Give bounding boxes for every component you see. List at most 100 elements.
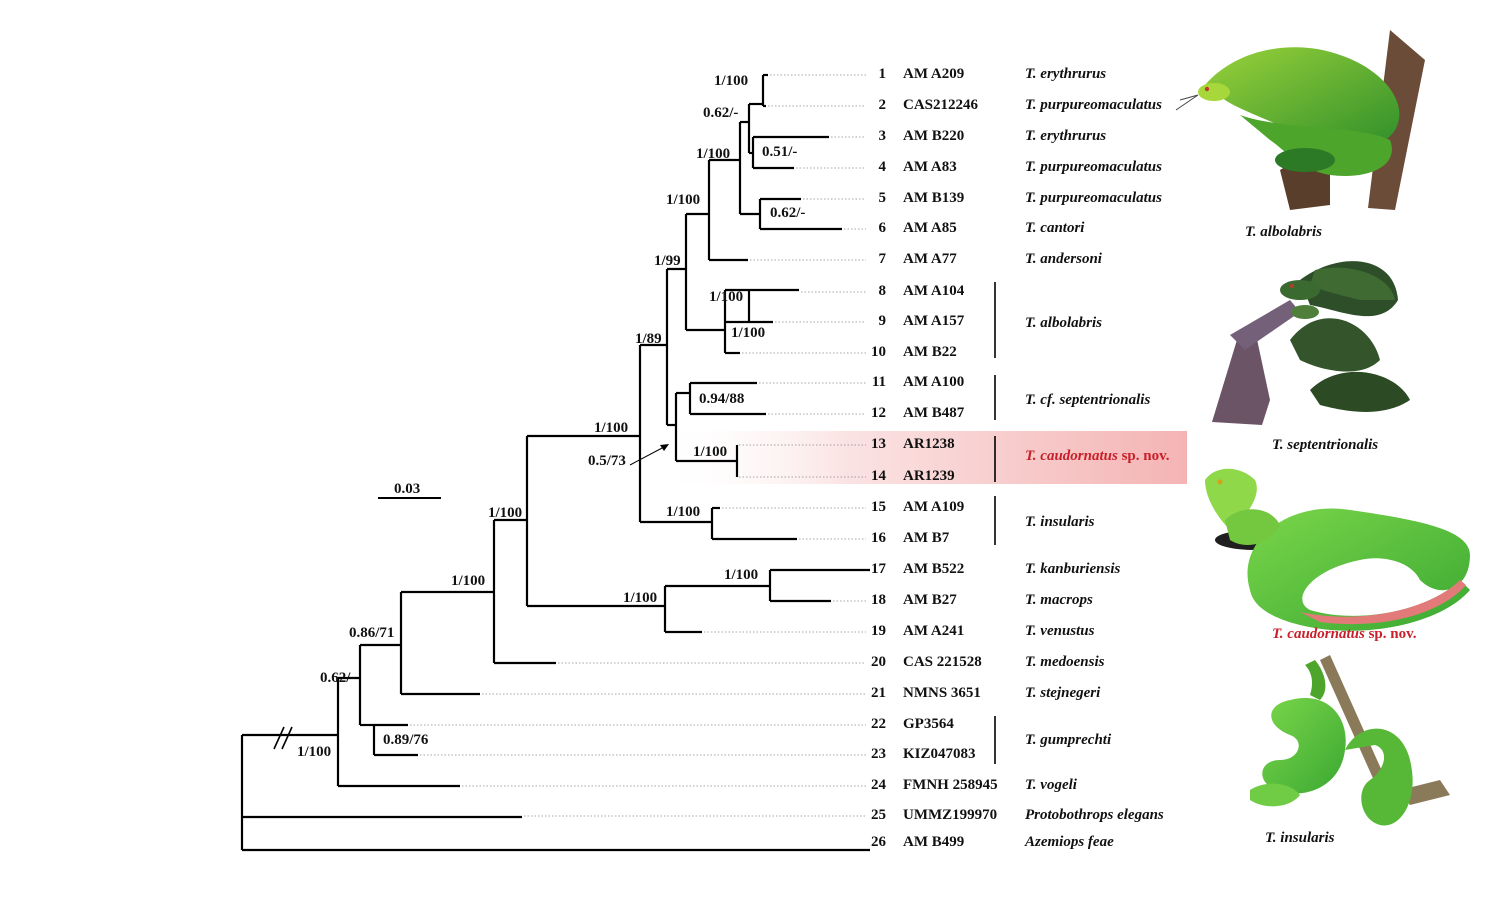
taxon-voucher: KIZ047083 <box>903 746 976 762</box>
support-value: 1/100 <box>594 420 629 436</box>
taxon-species: T. erythrurus <box>1025 66 1107 82</box>
taxon-number: 21 <box>871 685 886 701</box>
taxon-species: T. cantori <box>1025 220 1085 236</box>
taxon-number: 14 <box>871 468 886 484</box>
caudornatus-photo <box>1205 468 1470 631</box>
taxon-voucher: AM B27 <box>903 592 957 608</box>
caption-caudornatus: T. caudornatus sp. nov. <box>1272 627 1417 642</box>
taxon-voucher: AM A104 <box>903 283 965 299</box>
taxon-voucher: CAS 221528 <box>903 654 982 670</box>
taxon-voucher: CAS212246 <box>903 97 979 113</box>
taxon-species: T. purpureomaculatus <box>1025 159 1162 175</box>
support-value: 1/100 <box>724 567 759 583</box>
taxon-species: T. erythrurus <box>1025 128 1107 144</box>
taxon-number: 16 <box>871 530 886 546</box>
taxon-number: 11 <box>871 374 886 390</box>
taxon-number: 2 <box>878 97 887 113</box>
caption-caudornatus-name: T. caudornatus <box>1272 626 1365 642</box>
taxon-voucher: AM B139 <box>903 190 965 206</box>
caption-septentrionalis: T. septentrionalis <box>1272 437 1379 453</box>
taxon-voucher: AM A85 <box>903 220 957 236</box>
taxon-species: T. purpureomaculatus <box>1025 97 1162 113</box>
taxon-voucher: AM A83 <box>903 159 957 175</box>
taxon-species: T. macrops <box>1025 592 1093 608</box>
caption-insularis: T. insularis <box>1265 830 1335 846</box>
taxon-number: 10 <box>871 344 886 360</box>
branch-break-marks <box>273 726 293 750</box>
albolabris-photo <box>1175 30 1425 210</box>
taxon-species: Azemiops feae <box>1025 834 1114 850</box>
taxon-species: T. vogeli <box>1025 777 1077 793</box>
new-species-highlight <box>660 431 1187 484</box>
taxon-voucher: AM A109 <box>903 499 965 515</box>
support-value: 1/100 <box>731 325 766 341</box>
group-label-caudornatus-suffix: sp. nov. <box>1117 448 1170 464</box>
taxon-number: 8 <box>878 283 887 299</box>
taxon-species: Protobothrops elegans <box>1025 807 1164 823</box>
taxon-number: 1 <box>878 66 887 82</box>
taxon-voucher: AM A241 <box>903 623 965 639</box>
taxon-number: 12 <box>871 405 886 421</box>
tree-branches <box>240 73 870 852</box>
support-value: 0.62/- <box>703 105 739 121</box>
taxon-species: T. stejnegeri <box>1025 685 1101 701</box>
taxon-voucher: AR1239 <box>903 468 955 484</box>
support-value: 1/89 <box>635 331 662 347</box>
tip-leader-lines <box>410 74 866 817</box>
taxon-voucher: AM B7 <box>903 530 950 546</box>
group-label-septentrionalis-text: T. cf. septentrionalis <box>1025 392 1151 408</box>
taxon-number: 15 <box>871 499 886 515</box>
taxon-species: T. kanburiensis <box>1025 561 1121 577</box>
group-label-caudornatus-name: T. caudornatus <box>1025 448 1118 464</box>
taxon-number: 23 <box>871 746 886 762</box>
taxon-voucher: NMNS 3651 <box>903 685 981 701</box>
support-value: 1/100 <box>666 504 701 520</box>
taxon-voucher: AM A77 <box>903 251 957 267</box>
taxon-voucher: AM B220 <box>903 128 965 144</box>
taxon-species: T. venustus <box>1025 623 1095 639</box>
support-value: 1/100 <box>714 73 749 89</box>
scale-bar-label: 0.03 <box>394 481 421 497</box>
taxon-voucher: UMMZ199970 <box>903 807 998 823</box>
taxon-number: 19 <box>871 623 886 639</box>
support-value: 0.62/- <box>320 670 356 686</box>
support-value: 0.51/- <box>762 144 798 160</box>
taxon-voucher: GP3564 <box>903 716 954 732</box>
taxon-number: 13 <box>871 436 886 452</box>
taxon-species: T. medoensis <box>1025 654 1105 670</box>
support-value: 1/100 <box>693 444 728 460</box>
taxon-species: T. andersoni <box>1025 251 1102 267</box>
taxon-number: 6 <box>878 220 887 236</box>
taxon-number: 22 <box>871 716 886 732</box>
taxon-species: T. purpureomaculatus <box>1025 190 1162 206</box>
support-value: 1/100 <box>709 289 744 305</box>
support-value: 0.5/73 <box>588 453 626 469</box>
taxon-voucher: AM B22 <box>903 344 957 360</box>
support-arrow <box>629 444 669 466</box>
taxon-voucher: FMNH 258945 <box>903 777 998 793</box>
taxon-number: 24 <box>871 777 886 793</box>
septentrionalis-photo <box>1212 261 1410 425</box>
taxon-number: 26 <box>871 834 886 850</box>
taxon-voucher: AM B499 <box>903 834 965 850</box>
support-value: 1/100 <box>488 505 523 521</box>
support-value: 0.86/71 <box>349 625 395 641</box>
taxon-number: 7 <box>878 251 887 267</box>
taxon-voucher: AM B522 <box>903 561 965 577</box>
group-label-gumprechti: T. gumprechti <box>1025 732 1112 748</box>
taxon-number: 18 <box>871 592 886 608</box>
taxon-number: 9 <box>878 313 887 329</box>
group-label-insularis: T. insularis <box>1025 514 1095 530</box>
taxon-voucher: AM A209 <box>903 66 965 82</box>
group-label-caudornatus: T. caudornatus sp. nov. <box>1025 449 1170 464</box>
support-value: 1/100 <box>666 192 701 208</box>
taxon-voucher: AM A157 <box>903 313 965 329</box>
support-value: 1/100 <box>451 573 486 589</box>
insularis-photo <box>1250 655 1450 826</box>
group-label-septentrionalis: T. cf. septentrionalis <box>1025 393 1150 408</box>
taxon-number: 17 <box>871 561 886 577</box>
support-value: 1/100 <box>297 744 332 760</box>
caption-albolabris: T. albolabris <box>1245 224 1322 240</box>
support-value: 0.62/- <box>770 205 806 221</box>
